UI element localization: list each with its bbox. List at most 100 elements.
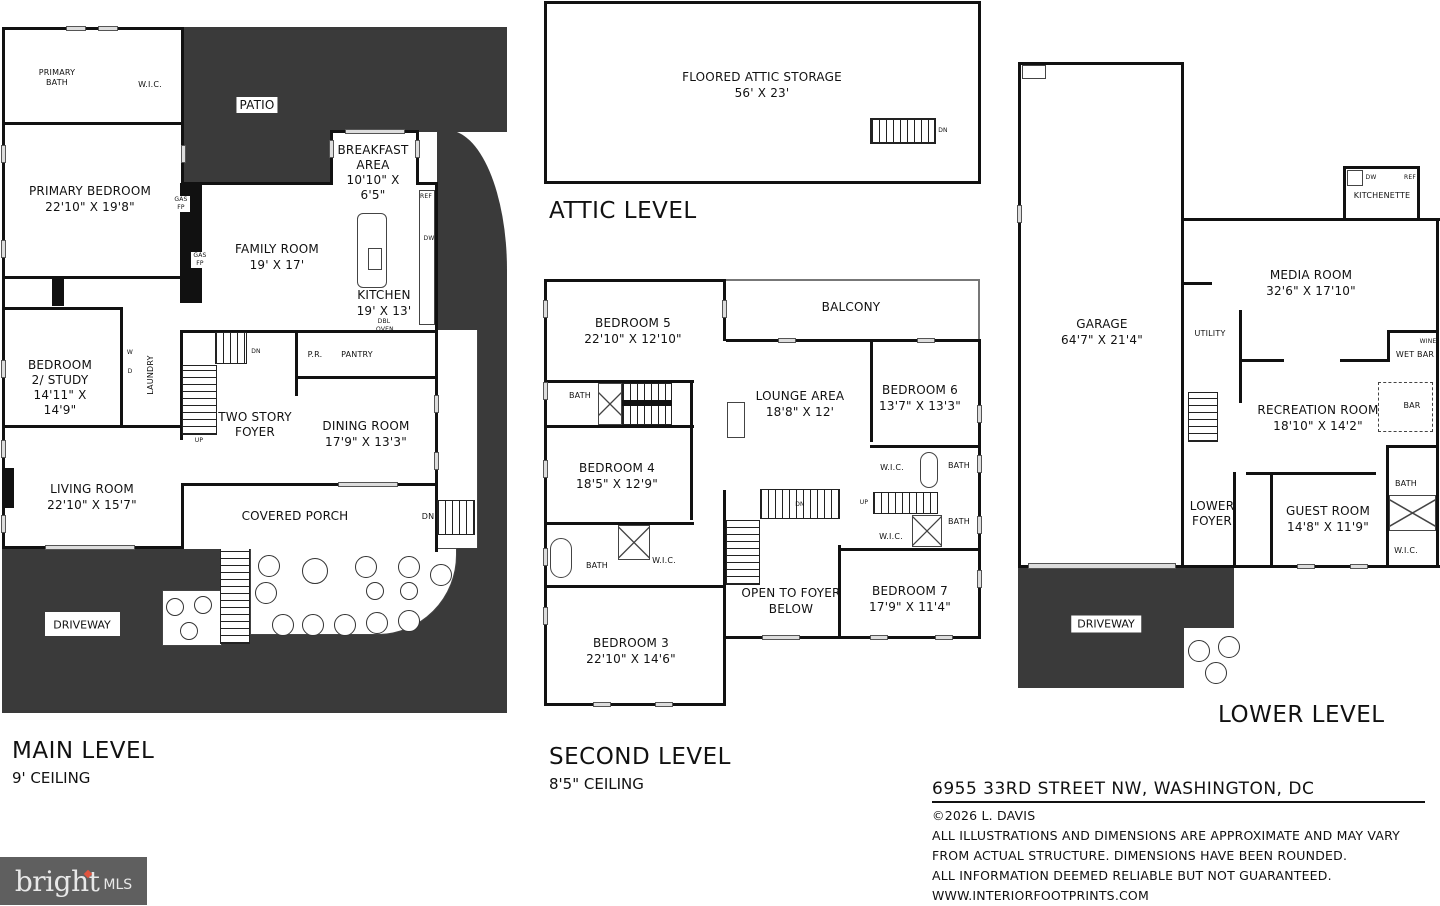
copyright: ©2026 L. DAVIS	[932, 808, 1036, 823]
shrub-icon	[272, 614, 294, 636]
porch-steps	[437, 500, 475, 535]
lounge-cabinet	[727, 402, 745, 438]
shrub-icon	[400, 582, 418, 600]
property-address: 6955 33RD STREET NW, WASHINGTON, DC	[932, 779, 1315, 799]
room-label-wic: W.I.C.	[138, 80, 162, 89]
ref-label: REF	[419, 193, 433, 200]
room-label-kitchenette: KITCHENETTE	[1353, 191, 1411, 200]
second-stairs-down	[760, 489, 840, 519]
second-level-ceiling: 8'5" CEILING	[549, 775, 644, 793]
room-dimensions: 64'7" X 21'4"	[1061, 333, 1143, 347]
room-name: BEDROOM 7	[872, 584, 948, 598]
dryer-label: D	[127, 368, 133, 375]
shower-icon	[912, 515, 942, 547]
website-link: WWW.INTERIORFOOTPRINTS.COM	[932, 888, 1149, 903]
room-label-bedroom-4: BEDROOM 4 18'5" X 12'9"	[576, 460, 658, 492]
room-name: GARAGE	[1076, 317, 1128, 331]
room-name: LOUNGE AREA	[755, 389, 845, 403]
room-label-wic: W.I.C.	[1394, 546, 1418, 555]
room-dimensions: 22'10" X 12'10"	[584, 332, 682, 346]
room-dimensions: 56' X 23'	[734, 86, 790, 100]
room-label-powder-room: P.R.	[307, 350, 323, 359]
room-label-bath: BATH	[1394, 479, 1418, 488]
second-level-title: SECOND LEVEL	[549, 744, 731, 770]
sink-icon	[1022, 65, 1046, 79]
shrub-icon	[255, 582, 277, 604]
room-name: PRIMARY BEDROOM	[28, 184, 152, 198]
foyer-stairs-down	[215, 332, 247, 364]
footer-divider	[932, 801, 1425, 803]
kitchen-island	[357, 213, 387, 288]
lower-level-title: LOWER LEVEL	[1218, 702, 1385, 728]
gas-fireplace-label: GAS FP	[172, 196, 190, 212]
room-label-bedroom-5: BEDROOM 5 22'10" X 12'10"	[584, 315, 682, 347]
shrub-icon	[398, 610, 420, 632]
fireplace-wall	[180, 183, 202, 303]
room-dimensions: 10'10" X 6'5"	[346, 173, 400, 202]
room-label-breakfast-area: BREAKFAST AREA 10'10" X 6'5"	[333, 143, 413, 203]
kitchenette-outline	[1343, 166, 1420, 221]
shrub-icon	[398, 556, 420, 578]
front-steps	[220, 548, 250, 644]
room-name: GUEST ROOM	[1285, 504, 1371, 518]
room-name: RECREATION ROOM	[1257, 403, 1379, 417]
room-dimensions: 14'11" X 14'9"	[33, 388, 87, 417]
dw-label: DW	[423, 235, 435, 242]
room-name: MEDIA ROOM	[1269, 268, 1353, 282]
room-label-wic-bedroom-7: W.I.C.	[879, 532, 903, 541]
room-dimensions: 13'7" X 13'3"	[879, 399, 961, 413]
second-stairs-up	[873, 492, 938, 514]
room-label-family-room: FAMILY ROOM 19' X 17'	[235, 241, 319, 273]
shrub-icon	[302, 614, 324, 636]
stairs-up-label: UP	[194, 437, 204, 444]
room-dimensions: 18'8" X 12'	[765, 405, 835, 419]
shrub-icon	[194, 596, 212, 614]
room-label-living-room: LIVING ROOM 22'10" X 15'7"	[47, 481, 137, 513]
bar-counter	[1378, 382, 1433, 432]
room-name: KITCHEN	[357, 288, 411, 302]
garage-outline	[1018, 62, 1184, 568]
attic-outline	[544, 1, 981, 184]
room-name: BEDROOM 4	[579, 461, 655, 475]
house-footprint	[2, 27, 182, 549]
room-dimensions: 22'10" X 15'7"	[47, 498, 137, 512]
garage-door	[1028, 563, 1176, 569]
bright-logo-text: bright	[15, 865, 100, 898]
stairs-up-label: UP	[859, 499, 869, 506]
room-dimensions: 18'10" X 14'2"	[1273, 419, 1363, 433]
room-label-bath-bedroom-3: BATH	[585, 561, 609, 570]
bathtub-icon	[920, 452, 938, 488]
driveway-label: DRIVEWAY	[1071, 615, 1141, 633]
room-label-bath-bedroom-7: BATH	[947, 517, 971, 526]
room-label-lower-foyer: LOWER FOYER	[1189, 499, 1235, 528]
lower-stairs	[1188, 392, 1218, 442]
room-label-patio: PATIO	[236, 97, 278, 113]
room-dimensions: 22'10" X 14'6"	[586, 652, 676, 666]
room-label-bath-bedroom-6: BATH	[947, 461, 971, 470]
room-label-laundry: LAUNDRY	[146, 355, 155, 395]
stairs-down-label: DN	[795, 501, 805, 508]
room-label-bedroom-2: BEDROOM 2/ STUDY 14'11" X 14'9"	[20, 358, 100, 418]
room-name: BREAKFAST AREA	[337, 143, 409, 172]
shower-icon	[618, 525, 650, 560]
second-stairs	[726, 520, 760, 585]
room-label-bedroom-6: BEDROOM 6 13'7" X 13'3"	[879, 382, 961, 414]
mls-text: MLS	[103, 877, 133, 893]
room-label-two-story-foyer: TWO STORY FOYER	[218, 410, 292, 439]
room-label-primary-bedroom: PRIMARY BEDROOM 22'10" X 19'8"	[29, 183, 151, 215]
shrub-icon	[366, 612, 388, 634]
fireplace-living	[2, 468, 14, 508]
disclaimer-line: ALL ILLUSTRATIONS AND DIMENSIONS ARE APP…	[932, 828, 1400, 843]
room-name: FAMILY ROOM	[235, 242, 319, 256]
gas-fireplace-label: GAS FP	[191, 252, 209, 268]
room-label-kitchen: KITCHEN 19' X 13'	[357, 287, 412, 319]
room-label-balcony: BALCONY	[821, 300, 881, 314]
shrub-icon	[334, 614, 356, 636]
foyer-stairs-up	[182, 365, 217, 435]
bright-mls-watermark: bright MLS	[0, 857, 147, 905]
room-dimensions: 22'10" X 19'8"	[45, 200, 135, 214]
main-level-ceiling: 9' CEILING	[12, 769, 91, 787]
shrub-icon	[355, 556, 377, 578]
room-dimensions: 17'9" X 13'3"	[325, 435, 407, 449]
driveway-label: DRIVEWAY	[47, 616, 117, 634]
